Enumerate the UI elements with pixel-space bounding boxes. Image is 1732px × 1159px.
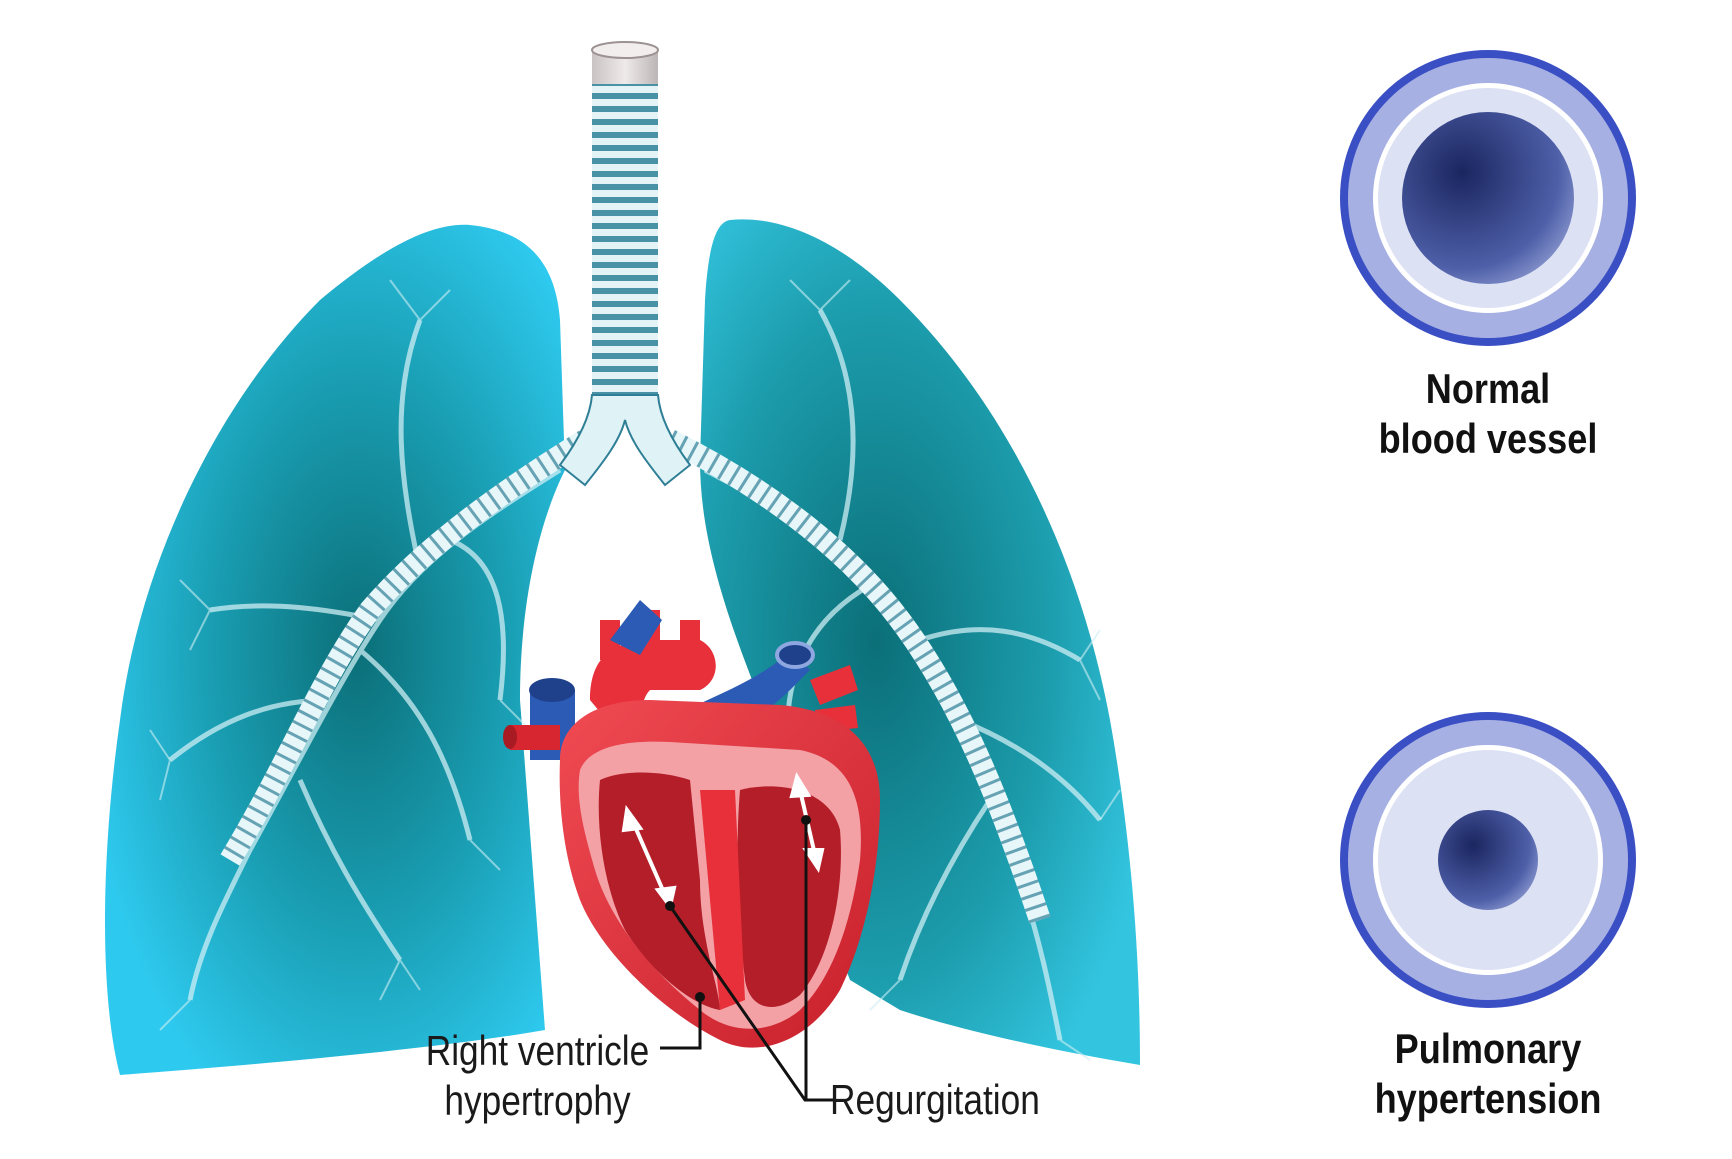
pulmonary-hypertension-label: Pulmonary hypertension [1316,1024,1660,1124]
normal-vessel-line2: blood vessel [1378,415,1598,462]
right-ventricle-line2: hypertrophy [444,1077,631,1124]
left-ventricle [737,786,841,1007]
hypertension-vessel-icon [1340,712,1636,1008]
leader-lines [660,820,835,1102]
normal-vessel-icon [1340,50,1636,346]
normal-vessel-line1: Normal [1425,365,1551,412]
heart [503,600,880,1048]
pulmonary-vein-left [510,725,560,750]
right-ventricle-label: Right ventricle hypertrophy [418,1026,657,1126]
normal-vessel-label: Normal blood vessel [1316,364,1660,464]
right-ventricle-line1: Right ventricle [425,1027,650,1074]
svc-upper [610,600,662,655]
main-bronchi [220,430,1051,924]
trachea [558,41,692,487]
regurgitation-label: Regurgitation [830,1076,1040,1123]
pulmonary-hypertension-line1: Pulmonary [1394,1025,1582,1072]
pulmonary-hypertension-line2: hypertension [1374,1075,1602,1122]
